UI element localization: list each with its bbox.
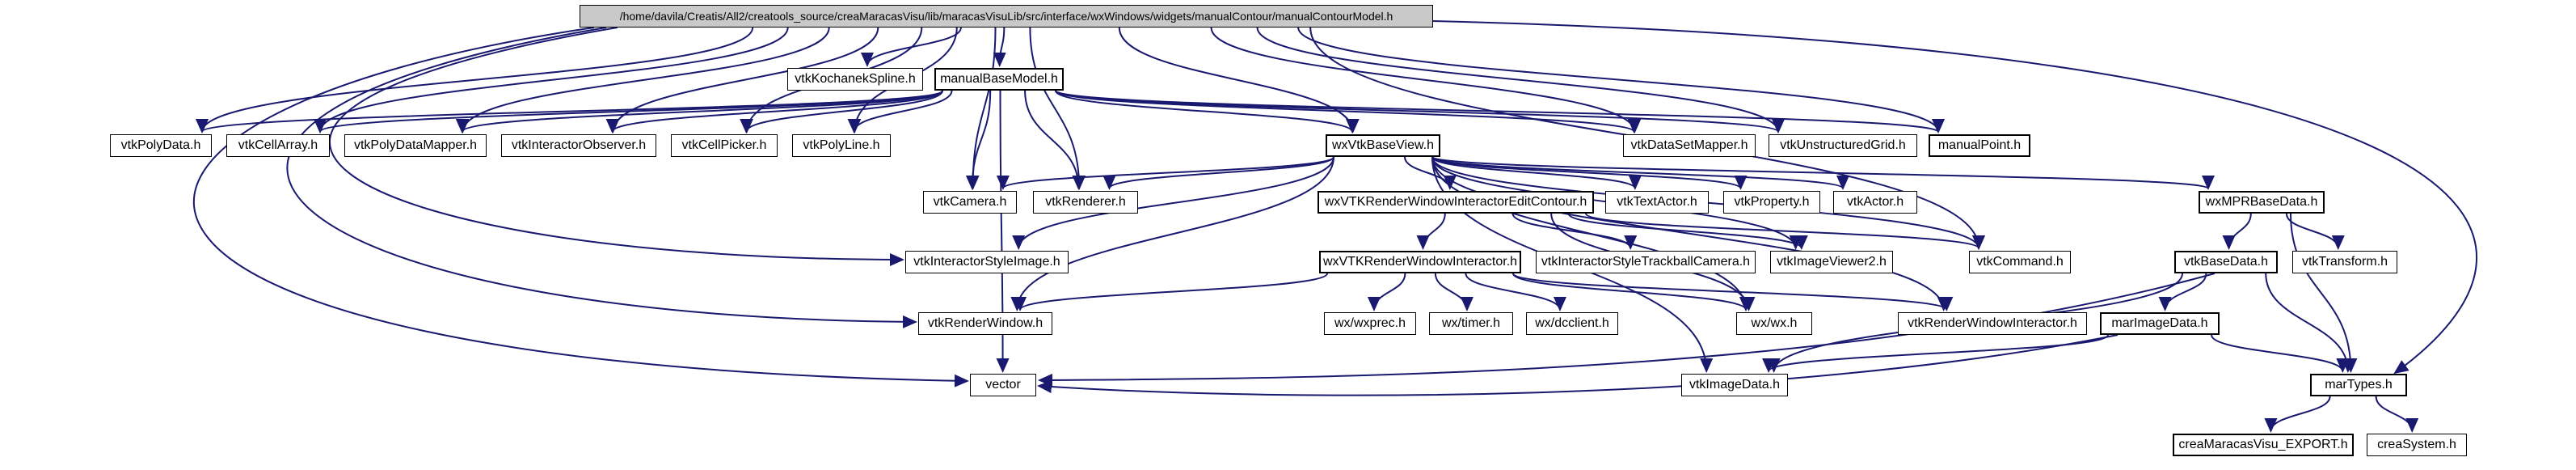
graph-node-marimagedata[interactable]: marImageData.h bbox=[2100, 312, 2220, 335]
graph-node-styleimage[interactable]: vtkInteractorStyleImage.h bbox=[905, 251, 1069, 273]
graph-node-textactor[interactable]: vtkTextActor.h bbox=[1605, 191, 1709, 214]
edge-basemodel-polyline bbox=[847, 90, 953, 133]
graph-node-manualpoint[interactable]: manualPoint.h bbox=[1929, 134, 2030, 157]
edge-rwi-wxwx bbox=[1512, 273, 1752, 311]
edge-root-basemodel bbox=[993, 27, 1006, 67]
graph-node-wxwx[interactable]: wx/wx.h bbox=[1736, 312, 1812, 335]
graph-node-export[interactable]: creaMaracasVisu_EXPORT.h bbox=[2173, 434, 2354, 456]
graph-node-imageviewer2[interactable]: vtkImageViewer2.h bbox=[1770, 251, 1893, 273]
graph-node-polydata[interactable]: vtkPolyData.h bbox=[110, 134, 212, 157]
edge-baseview-mprbasedata bbox=[1431, 156, 2215, 190]
graph-node-basedata[interactable]: vtkBaseData.h bbox=[2174, 251, 2278, 273]
graph-node-trackball[interactable]: vtkInteractorStyleTrackballCamera.h bbox=[1536, 251, 1756, 273]
edge-baseview-property bbox=[1431, 156, 1748, 190]
edge-basemodel-manualpoint bbox=[1055, 90, 1945, 133]
edge-basemodel-interactorobserver bbox=[605, 90, 943, 133]
edge-root-renderer bbox=[1029, 27, 1086, 190]
graph-node-polydatamapper[interactable]: vtkPolyDataMapper.h bbox=[344, 134, 487, 157]
edge-root-martypes bbox=[1431, 20, 2478, 375]
graph-node-vector[interactable]: vector bbox=[970, 374, 1036, 396]
edge-mprbasedata-martypes bbox=[2290, 213, 2358, 373]
graph-node-transform[interactable]: vtkTransform.h bbox=[2292, 251, 2397, 273]
edge-basemodel-cellarray bbox=[314, 90, 943, 133]
edge-baseview-renderwindow bbox=[1010, 156, 1334, 311]
edge-rwi-wxtimer bbox=[1434, 273, 1474, 311]
edge-baseview-styleimage bbox=[1012, 156, 1334, 250]
graph-node-creasystem[interactable]: creaSystem.h bbox=[2367, 434, 2467, 456]
edge-root-baseview bbox=[1118, 27, 1360, 133]
graph-node-imagedata[interactable]: vtkImageData.h bbox=[1681, 374, 1788, 396]
edge-basedata-marimagedata bbox=[2158, 273, 2207, 311]
graph-node-wxtimer[interactable]: wx/timer.h bbox=[1429, 312, 1513, 335]
graph-node-property[interactable]: vtkProperty.h bbox=[1723, 191, 1820, 214]
graph-node-basemodel[interactable]: manualBaseModel.h bbox=[934, 68, 1064, 91]
graph-node-unstructuredgrid[interactable]: vtkUnstructuredGrid.h bbox=[1769, 134, 1917, 157]
edge-baseview-vtkrwi bbox=[1431, 156, 1950, 311]
edge-rwi-renderwindow bbox=[1014, 273, 1328, 311]
graph-node-command[interactable]: vtkCommand.h bbox=[1969, 251, 2071, 273]
edge-mprbasedata-basedata bbox=[2222, 213, 2252, 250]
edge-editcontour-command bbox=[1585, 213, 1985, 250]
graph-node-interactorobserver[interactable]: vtkInteractorObserver.h bbox=[501, 134, 656, 157]
edge-basemodel-renderer bbox=[1024, 90, 1086, 190]
edge-basemodel-cellpicker bbox=[740, 90, 943, 133]
edge-martypes-export bbox=[2264, 396, 2331, 433]
graph-node-camera[interactable]: vtkCamera.h bbox=[923, 191, 1017, 214]
edge-marimagedata-vector bbox=[1037, 334, 2119, 396]
edge-editcontour-rwi bbox=[1416, 213, 1446, 250]
edge-root-polydata bbox=[196, 27, 754, 133]
graph-node-renderer[interactable]: vtkRenderer.h bbox=[1033, 191, 1138, 214]
edge-basemodel-baseview bbox=[1055, 90, 1359, 133]
graph-node-martypes[interactable]: marTypes.h bbox=[2310, 374, 2407, 396]
edge-mprbasedata-transform bbox=[2285, 213, 2345, 250]
edge-marimagedata-martypes bbox=[2211, 334, 2350, 373]
edge-root-manualpoint bbox=[1297, 27, 1945, 133]
edge-root-interactorobserver bbox=[606, 27, 879, 133]
edge-root-datasetmapper bbox=[1210, 27, 1642, 133]
graph-node-vtkrwi[interactable]: vtkRenderWindowInteractor.h bbox=[1898, 312, 2087, 335]
edge-basemodel-polydatamapper bbox=[456, 90, 943, 133]
graph-node-cellpicker[interactable]: vtkCellPicker.h bbox=[671, 134, 778, 157]
graph-node-editcontour[interactable]: wxVTKRenderWindowInteractorEditContour.h bbox=[1318, 191, 1594, 214]
edge-rwi-wxprec bbox=[1367, 273, 1406, 311]
edges-group bbox=[192, 20, 2478, 433]
edge-root-styleimage bbox=[328, 27, 904, 266]
graph-node-kochanek[interactable]: vtkKochanekSpline.h bbox=[787, 68, 923, 91]
edge-editcontour-imageviewer2 bbox=[1567, 213, 1808, 250]
graph-node-datasetmapper[interactable]: vtkDataSetMapper.h bbox=[1623, 134, 1756, 157]
edge-rwi-vtkrwi bbox=[1512, 273, 1953, 311]
edge-root-polydatamapper bbox=[456, 27, 830, 133]
edge-editcontour-trackball bbox=[1511, 213, 1638, 250]
graph-node-mprbasedata[interactable]: wxMPRBaseData.h bbox=[2199, 191, 2325, 214]
graph-node-actor[interactable]: vtkActor.h bbox=[1833, 191, 1917, 214]
edge-root-renderwindow bbox=[286, 27, 917, 328]
graph-node-renderwindow[interactable]: vtkRenderWindow.h bbox=[918, 312, 1052, 335]
graph-node-cellarray[interactable]: vtkCellArray.h bbox=[226, 134, 330, 157]
edge-root-vector bbox=[192, 27, 969, 387]
graph-node-polyline[interactable]: vtkPolyLine.h bbox=[792, 134, 891, 157]
edge-martypes-creasystem bbox=[2375, 396, 2419, 433]
graph-node-dcclient[interactable]: wx/dcclient.h bbox=[1526, 312, 1618, 335]
edge-root-unstructuredgrid bbox=[1256, 27, 1785, 133]
graph-node-wxprec[interactable]: wx/wxprec.h bbox=[1324, 312, 1416, 335]
edge-root-kochanek bbox=[861, 27, 962, 67]
edge-basedata-martypes bbox=[2265, 273, 2355, 373]
graph-node-baseview[interactable]: wxVtkBaseView.h bbox=[1326, 134, 1440, 157]
edge-basemodel-camera bbox=[965, 90, 992, 190]
edge-baseview-renderer bbox=[1102, 156, 1334, 190]
edge-rwi-dcclient bbox=[1465, 273, 1566, 311]
graph-node-rwi[interactable]: wxVTKRenderWindowInteractor.h bbox=[1319, 251, 1521, 273]
edge-baseview-textactor bbox=[1431, 156, 1642, 190]
graph-node-root[interactable]: /home/davila/Creatis/All2/creatools_sour… bbox=[580, 5, 1433, 28]
edge-root-camera bbox=[966, 27, 997, 190]
edge-marimagedata-imagedata bbox=[1762, 334, 2109, 373]
edge-mprbasedata-vector bbox=[1038, 273, 2216, 387]
edge-baseview-actor bbox=[1431, 156, 1849, 190]
edge-baseview-camera bbox=[997, 156, 1334, 190]
